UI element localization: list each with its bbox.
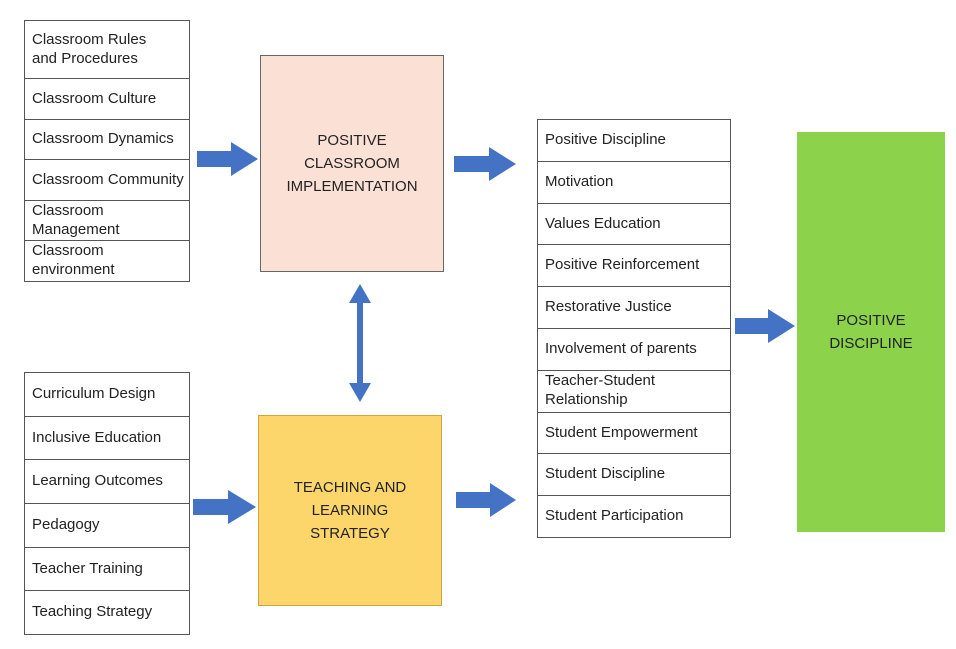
list-item: Student Participation: [545, 507, 684, 525]
list-item: Classroom environment: [32, 242, 115, 279]
teaching-factors-list: Curriculum Design Inclusive Education Le…: [24, 372, 190, 635]
arrow-right-icon: [197, 142, 258, 176]
list-item: Positive Discipline: [538, 120, 730, 162]
list-item: Restorative Justice: [538, 287, 730, 329]
list-item: Motivation: [538, 162, 730, 204]
list-item: Pedagogy: [25, 504, 189, 548]
list-item: Values Education: [538, 204, 730, 246]
arrow-right-icon: [193, 490, 256, 524]
teaching-and-learning-strategy-box: TEACHING AND LEARNING STRATEGY: [258, 415, 442, 606]
arrow-right-icon: [456, 483, 516, 517]
list-item: Classroom Rules and Procedures: [25, 21, 189, 80]
outcomes-list: Positive Discipline Motivation Values Ed…: [537, 119, 731, 538]
list-item: Curriculum Design: [25, 373, 189, 417]
list-item: Classroom Community: [25, 160, 189, 201]
list-item: Positive Reinforcement: [538, 245, 730, 288]
list-item: Involvement of parents: [538, 329, 730, 371]
list-item: Classroom Dynamics: [25, 120, 189, 161]
list-item: Classroom Management: [25, 201, 189, 242]
positive-classroom-implementation-box: POSITIVE CLASSROOM IMPLEMENTATION: [260, 55, 444, 272]
positive-discipline-box: POSITIVE DISCIPLINE: [797, 132, 945, 532]
list-item: Teacher Training: [25, 548, 189, 592]
list-item: Learning Outcomes: [25, 460, 189, 505]
list-item: Teaching Strategy: [32, 603, 153, 621]
list-item: Student Discipline: [538, 454, 730, 497]
list-item: Classroom Culture: [25, 79, 189, 120]
list-item: Inclusive Education: [25, 417, 189, 461]
double-arrow-icon: [349, 284, 371, 402]
list-item: Teacher-Student Relationship: [538, 371, 730, 413]
list-item: Student Empowerment: [538, 413, 730, 455]
arrow-right-icon: [735, 309, 795, 343]
classroom-factors-list: Classroom Rules and Procedures Classroom…: [24, 20, 190, 282]
arrow-right-icon: [454, 147, 516, 181]
